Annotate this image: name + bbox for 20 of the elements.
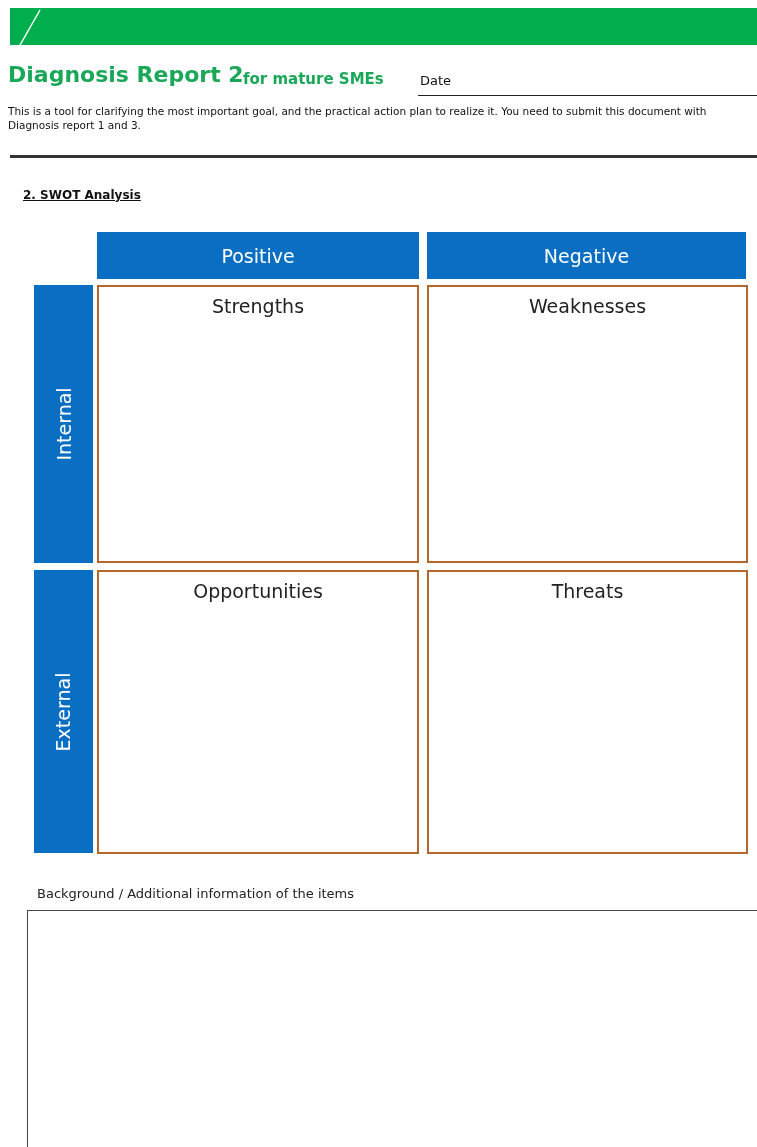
row-header-text: External <box>52 672 75 751</box>
row-header <box>34 570 93 853</box>
quadrant-title: Strengths <box>211 295 305 317</box>
section-heading: 2. SWOT Analysis <box>23 188 141 202</box>
field-label: Background / Additional information of the items <box>37 886 355 901</box>
date-label: Date <box>420 73 452 88</box>
swot-quadrant <box>97 570 419 854</box>
report-subtitle: for mature SMEs <box>243 70 384 88</box>
quadrant-title: Threats <box>551 580 624 602</box>
row-header <box>34 285 93 563</box>
row-header-text: Internal <box>52 387 75 461</box>
intro-text: This is a tool for clarifying the most important goal, and the practical action plan to realize it. You need to submit this document with Diagnosis report 1 and 3. <box>8 104 708 132</box>
swot-quadrant <box>97 285 419 563</box>
quadrant-title: Weaknesses <box>528 295 647 317</box>
quadrant-title: Opportunities <box>193 580 323 602</box>
column-header: Negative <box>427 232 746 279</box>
swot-quadrant <box>427 285 748 563</box>
column-header: Positive <box>97 232 419 279</box>
swot-quadrant <box>427 570 748 854</box>
report-title: Diagnosis Report 2 <box>8 62 244 87</box>
